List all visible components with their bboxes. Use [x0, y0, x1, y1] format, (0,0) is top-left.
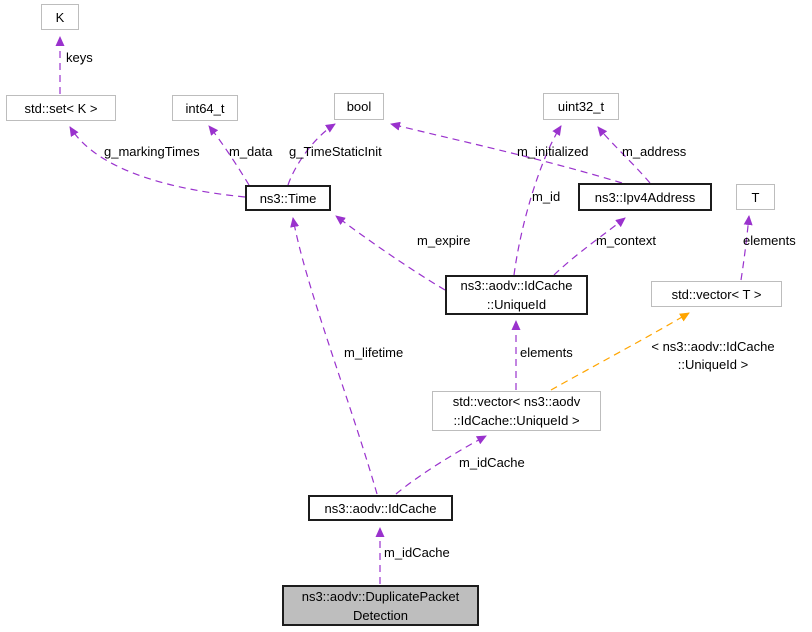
edge-m-id [513, 125, 562, 276]
edge-label-keys: keys [66, 50, 93, 65]
edge-g-time-static-init [287, 123, 336, 186]
node-ns3-aodv-idcache-uniqueid[interactable]: ns3::aodv::IdCache ::UniqueId [445, 275, 588, 315]
edge-m-lifetime [290, 217, 378, 495]
edge-label-m-lifetime: m_lifetime [344, 345, 404, 360]
edge-label-m-initialized: m_initialized [517, 144, 589, 159]
edge-label-elements-t: elements [743, 233, 796, 248]
edge-elements-t [740, 215, 753, 281]
node-ns3-time[interactable]: ns3::Time [245, 185, 331, 211]
node-ns3-aodv-duplicatepacketdetection[interactable]: ns3::aodv::DuplicatePacket Detection [282, 585, 479, 626]
edge-m-initialized [390, 121, 623, 184]
edge-label-m-data: m_data [229, 144, 273, 159]
edge-label-m-address: m_address [622, 144, 687, 159]
edge-m-address [597, 126, 651, 184]
edge-m-expire [335, 215, 446, 291]
edge-label-m-idcache-dpd: m_idCache [384, 545, 450, 560]
node-ns3-aodv-idcache[interactable]: ns3::aodv::IdCache [308, 495, 453, 521]
node-uint32-t[interactable]: uint32_t [543, 93, 619, 120]
edge-m-data [208, 125, 250, 186]
node-std-vector-uniqueid[interactable]: std::vector< ns3::aodv ::IdCache::Unique… [432, 391, 601, 431]
edge-label-m-id: m_id [532, 189, 561, 204]
node-k[interactable]: K [41, 4, 79, 30]
edge-label-elements-uniqueid: elements [520, 345, 573, 360]
edge-template-instantiation [550, 312, 690, 391]
edge-m-idcache-vector [395, 435, 487, 495]
node-std-vector-t[interactable]: std::vector< T > [651, 281, 782, 307]
node-ns3-ipv4address[interactable]: ns3::Ipv4Address [578, 183, 712, 211]
node-bool[interactable]: bool [334, 93, 384, 120]
node-int64-t[interactable]: int64_t [172, 95, 238, 121]
edge-g-marking-times [69, 126, 246, 198]
edge-label-g-marking-times: g_markingTimes [104, 144, 200, 159]
edge-label-g-time-static-init: g_TimeStaticInit [289, 144, 382, 159]
node-std-set-k[interactable]: std::set< K > [6, 95, 116, 121]
node-t[interactable]: T [736, 184, 775, 210]
edge-label-m-context: m_context [596, 233, 656, 248]
edge-label-m-expire: m_expire [417, 233, 471, 248]
edge-label-m-idcache-vector: m_idCache [459, 455, 525, 470]
edge-label-template-args: < ns3::aodv::IdCache ::UniqueId > [651, 339, 775, 372]
